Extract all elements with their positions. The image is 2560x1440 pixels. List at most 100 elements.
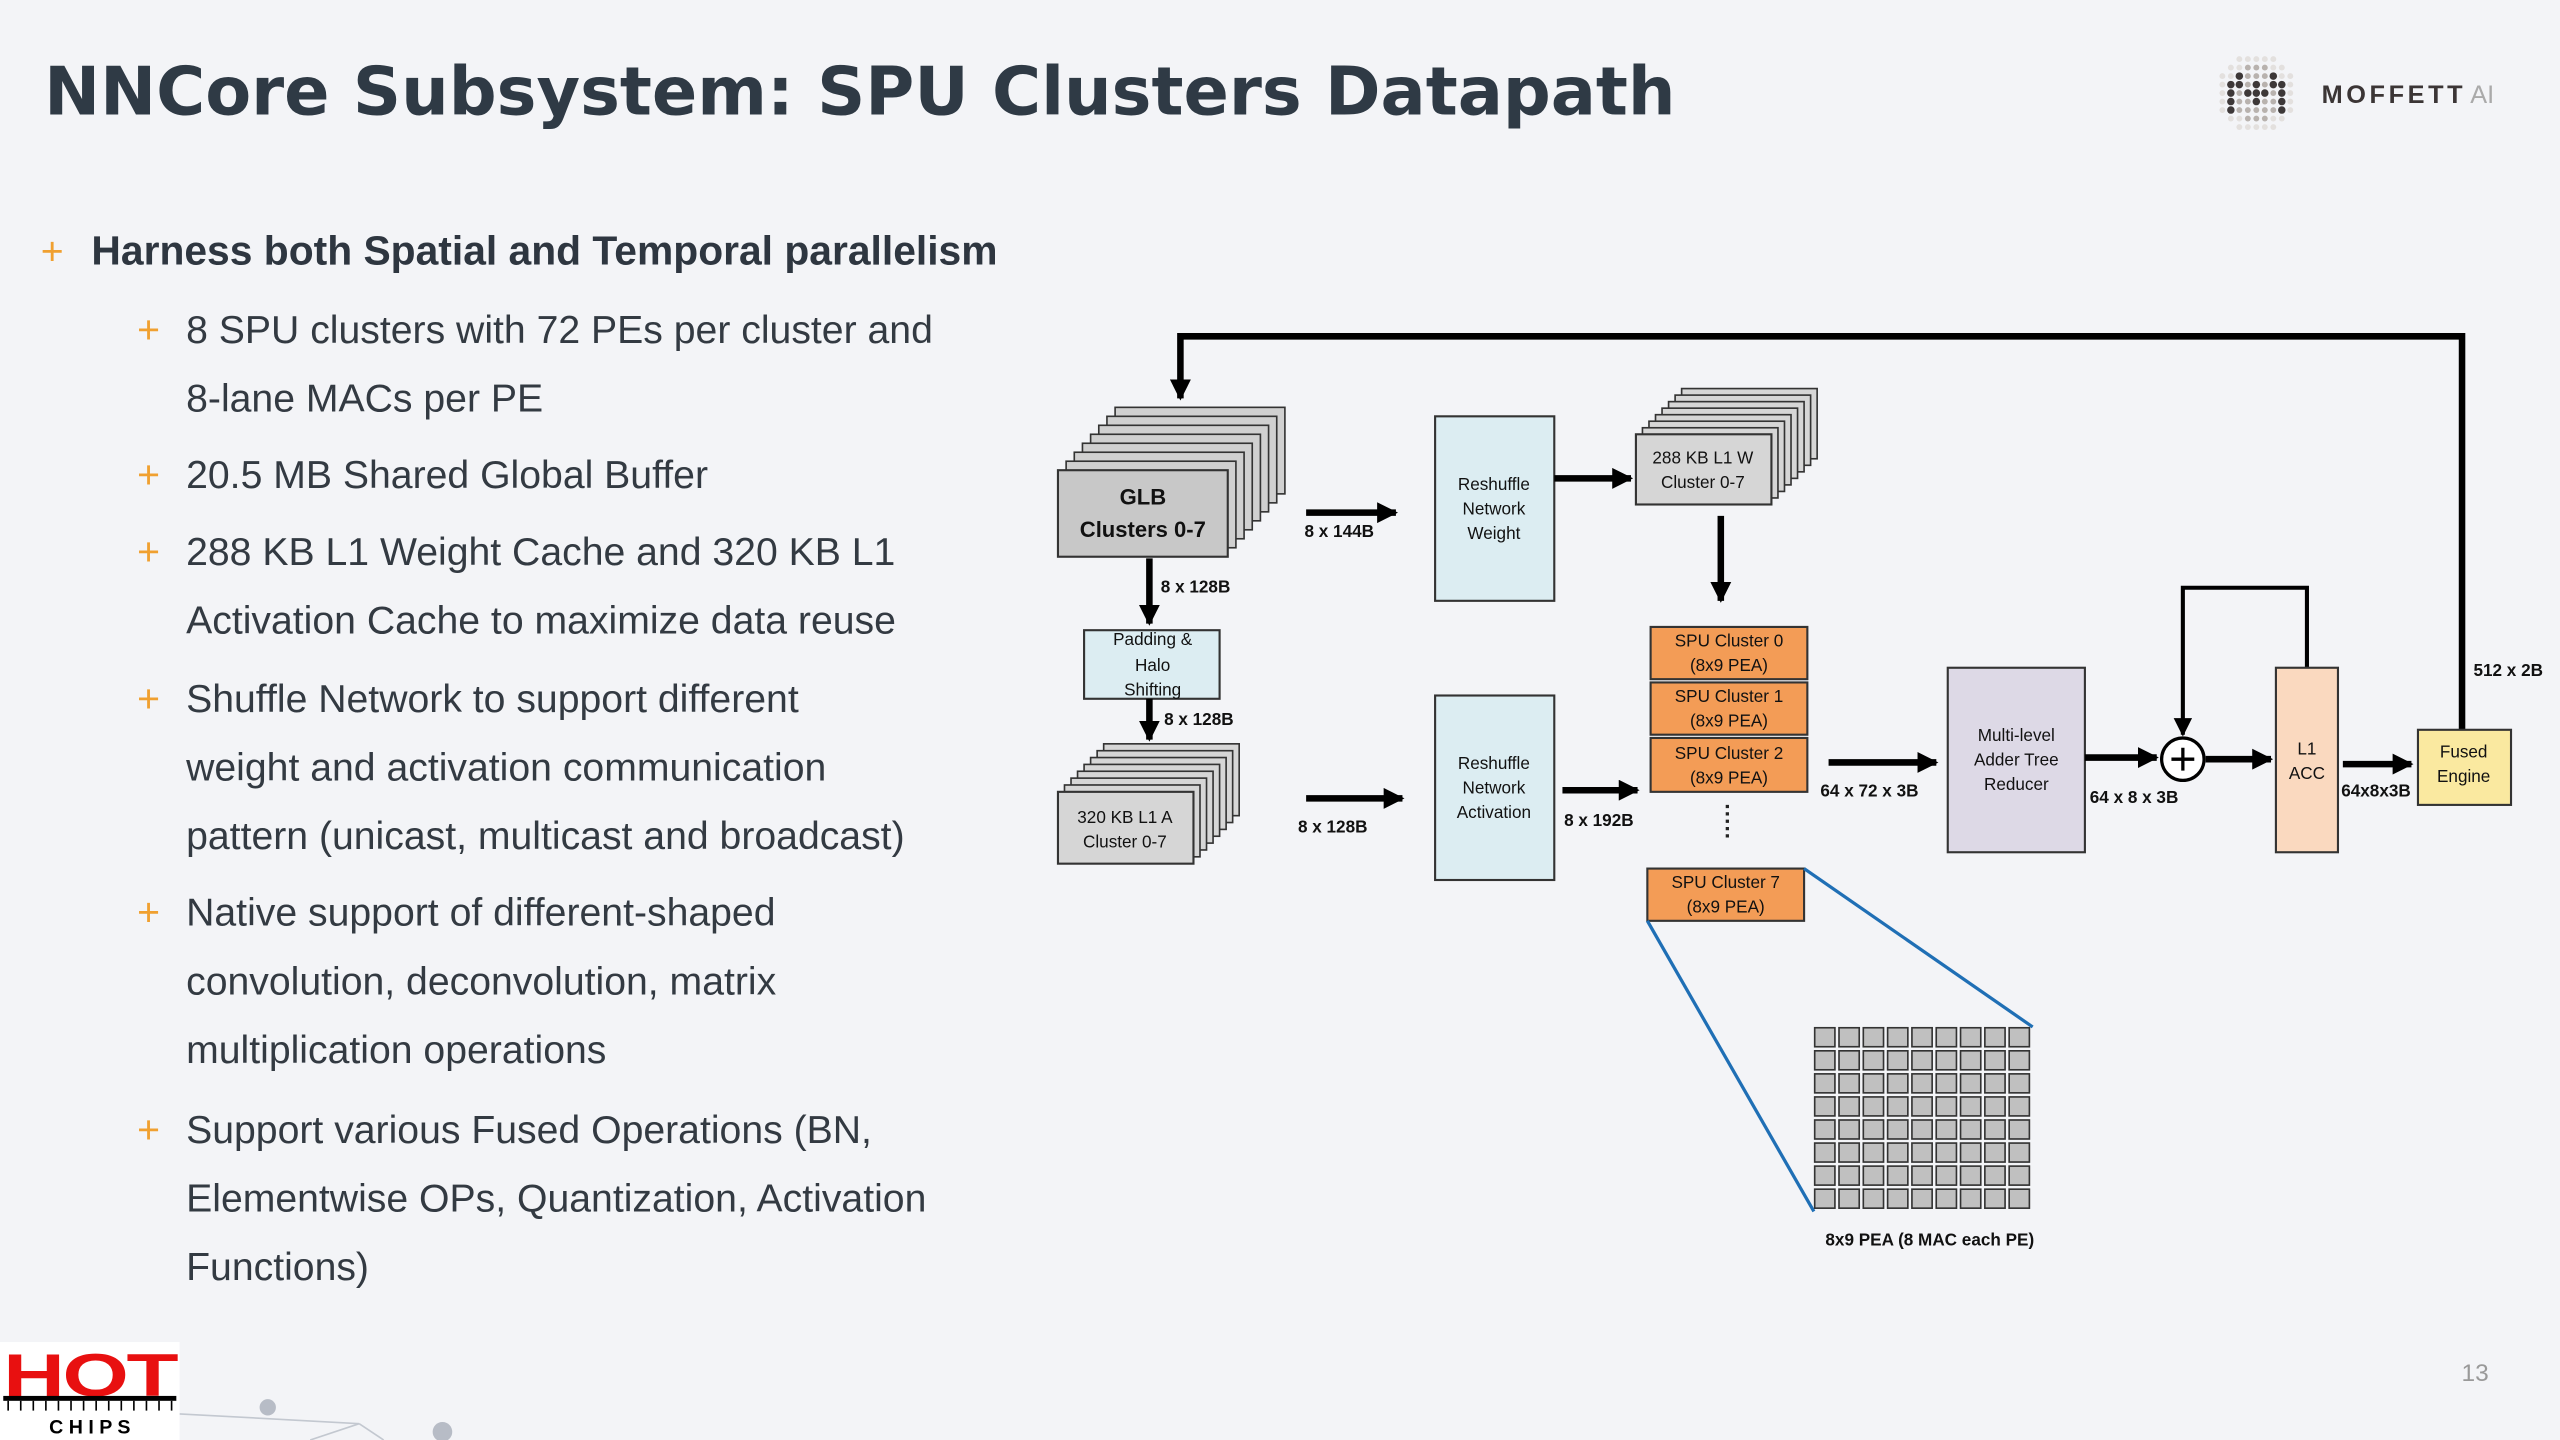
bullet-text: 20.5 MB Shared Global Buffer: [186, 454, 708, 497]
edge-label: 8 x 144B: [1304, 521, 1374, 541]
page-title: NNCore Subsystem: SPU Clusters Datapath: [44, 52, 1675, 130]
pe-cell: [1911, 1026, 1933, 1048]
page-number: 13: [2461, 1360, 2488, 1387]
logo-dot: [2252, 97, 2261, 106]
bullet-plus-icon: +: [137, 678, 160, 721]
bullet-text: Functions): [186, 1246, 369, 1289]
logo-dot: [2287, 107, 2294, 113]
logo-dot: [2235, 80, 2244, 89]
bullet-plus-icon: +: [137, 892, 160, 935]
logo-dot: [2227, 106, 2235, 114]
zoom-line: [1803, 867, 2034, 1029]
logo-dot: [2235, 72, 2244, 80]
pe-cell: [2008, 1142, 2031, 1163]
pe-cell: [1959, 1026, 1982, 1048]
logo-dot: [2227, 64, 2234, 71]
logo-dot: [2227, 97, 2235, 106]
pe-cell: [1838, 1142, 1861, 1163]
pe-cell: [1959, 1050, 1982, 1071]
pe-cell: [1984, 1050, 2006, 1071]
spu-cluster-1: [1649, 681, 1809, 736]
pe-cell: [1935, 1026, 1958, 1048]
box-label: SPU Cluster 7: [1671, 872, 1780, 892]
bullet-plus-icon: +: [137, 531, 160, 574]
l1w-box: [1634, 433, 1773, 506]
pe-cell: [1862, 1119, 1885, 1140]
logo-dot: [2253, 115, 2260, 122]
pe-cell: [1813, 1073, 1836, 1094]
pe-cell: [1862, 1096, 1885, 1117]
bullet-plus-icon: +: [137, 454, 160, 497]
bullet-text: Native support of different-shaped: [186, 892, 775, 935]
box-label: (8x9 PEA): [1690, 655, 1768, 675]
logo-brand: MOFFETT: [2322, 81, 2467, 109]
edge-label: 8 x 128B: [1161, 577, 1231, 597]
pe-cell: [1911, 1142, 1933, 1163]
logo-dot: [2244, 107, 2251, 113]
logo-dot: [2244, 73, 2251, 80]
logo-dot: [2287, 73, 2294, 80]
box-label: (8x9 PEA): [1690, 768, 1768, 788]
pe-cell: [1935, 1188, 1958, 1209]
bullet-text: multiplication operations: [186, 1029, 606, 1072]
datapath-diagram: 512 x 2B GLB Clusters 0-7 8 x 144B Reshu…: [1056, 333, 2543, 1250]
l1a-box: [1056, 790, 1195, 865]
pe-cell: [2008, 1096, 2031, 1117]
bullet-text: weight and activation communication: [185, 746, 826, 789]
bullet-plus-icon: +: [137, 1109, 160, 1152]
logo-dot: [2287, 81, 2294, 88]
pe-cell: [1911, 1050, 1933, 1071]
logo-dot: [2287, 90, 2294, 96]
edge-label: 8 x 128B: [1164, 709, 1234, 729]
edge-label: 512 x 2B: [2473, 660, 2543, 680]
fused-engine-box: [2416, 728, 2513, 806]
logo-dot: [2261, 73, 2268, 80]
pe-cell: [1886, 1165, 1909, 1186]
logo-dot: [2278, 89, 2286, 97]
logo-suffix: AI: [2470, 81, 2494, 109]
pe-cell: [1959, 1119, 1982, 1140]
logo-dot: [2278, 106, 2286, 114]
box-label: Clusters 0-7: [1080, 517, 1206, 542]
moffett-logo: [2219, 56, 2294, 130]
pe-cell: [1838, 1165, 1861, 1186]
logo-dot: [2261, 107, 2268, 113]
pe-cell: [2008, 1119, 2031, 1140]
pe-cell: [1984, 1119, 2006, 1140]
box-label: (8x9 PEA): [1690, 711, 1768, 731]
pe-cell: [2008, 1050, 2031, 1071]
logo-dot: [2270, 64, 2277, 71]
logo-dot: [2261, 64, 2268, 71]
pe-cell: [1935, 1142, 1958, 1163]
box-label: Shifting: [1124, 680, 1181, 700]
pe-cell: [1959, 1073, 1982, 1094]
bullet-text: 8 SPU clusters with 72 PEs per cluster a…: [186, 309, 933, 352]
edge-label: 64 x 8 x 3B: [2090, 787, 2179, 807]
box-label: Network: [1462, 777, 1525, 797]
logo-dot: [2261, 81, 2268, 88]
pe-cell: [1838, 1073, 1861, 1094]
decorative-network: [179, 1399, 453, 1440]
logo-dot: [2244, 89, 2252, 97]
logo-dot: [2219, 90, 2226, 96]
bullet-text: Support various Fused Operations (BN,: [186, 1109, 872, 1152]
logo-dot: [2236, 56, 2243, 63]
box-label: Reshuffle: [1458, 753, 1530, 773]
pe-cell: [1813, 1119, 1836, 1140]
edge-label: 8 x 192B: [1564, 810, 1634, 830]
logo-dot: [2261, 98, 2268, 105]
box-label: Engine: [2437, 766, 2490, 786]
logo-dot: [2278, 115, 2285, 122]
pe-cell: [1813, 1096, 1836, 1117]
logo-dot: [2261, 115, 2268, 122]
logo-dot: [2219, 107, 2226, 113]
logo-dot: [2236, 98, 2243, 105]
logo-dot: [2270, 98, 2277, 105]
pe-cell: [1813, 1188, 1836, 1209]
pe-cell: [2008, 1188, 2031, 1209]
logo-dot: [2252, 80, 2261, 89]
pe-cell: [1984, 1096, 2006, 1117]
logo-dot: [2261, 56, 2268, 63]
pe-cell: [1984, 1026, 2006, 1048]
